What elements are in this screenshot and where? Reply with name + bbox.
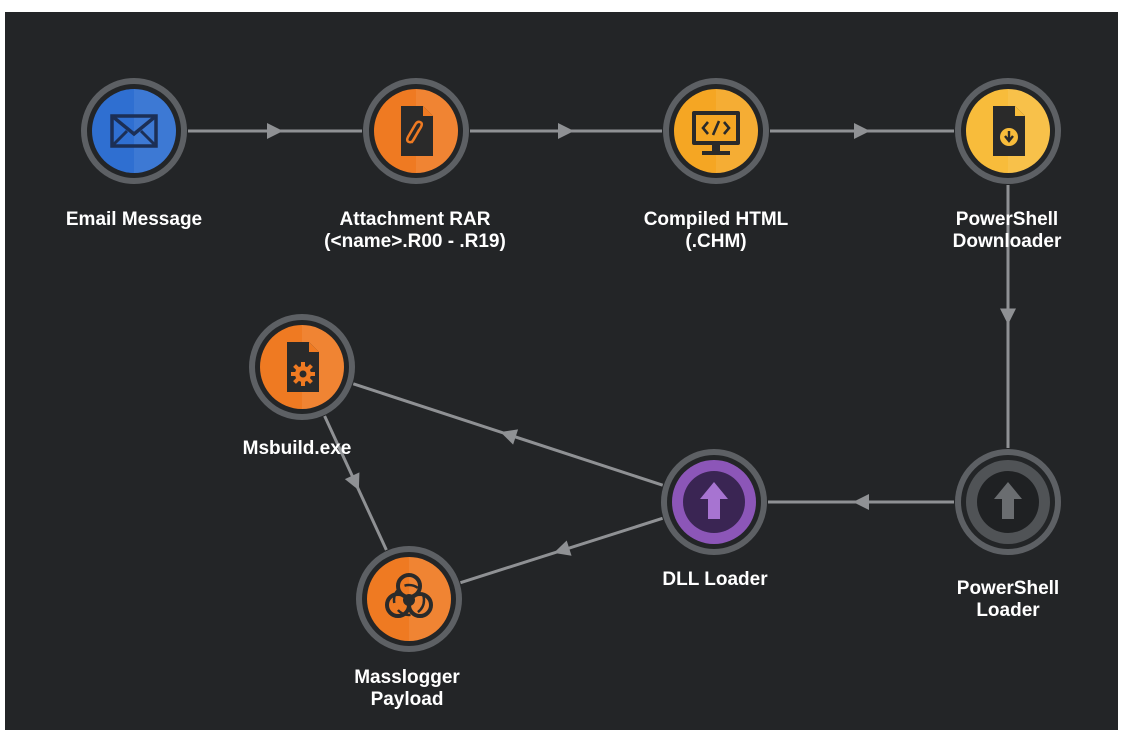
label-line: Attachment RAR: [339, 209, 491, 230]
download-file-icon: [955, 78, 1061, 184]
upload-arrow-icon: [955, 449, 1061, 555]
label-masslogger-payload: Masslogger Payload: [287, 667, 527, 711]
label-line: PowerShell: [955, 209, 1059, 230]
node-masslogger-payload: [354, 544, 464, 654]
label-line: (<name>.R00 - .R19): [324, 231, 506, 252]
arrowhead-ps_downloader-to-ps_loader: [1000, 308, 1016, 325]
gear-file-icon: [249, 314, 355, 420]
attachment-file-icon: [363, 78, 469, 184]
node-compiled-html: [661, 76, 771, 186]
label-compiled-html: Compiled HTML (.CHM): [596, 209, 836, 253]
label-line: Downloader: [952, 231, 1062, 252]
label-line: PowerShell: [956, 578, 1060, 599]
node-msbuild: [247, 312, 357, 422]
label-attachment-rar: Attachment RAR (<name>.R00 - .R19): [295, 209, 535, 253]
label-line: Masslogger: [354, 667, 460, 688]
node-dll-loader: [659, 447, 769, 557]
node-powershell-loader: [953, 447, 1063, 557]
upload-arrow-icon: [661, 449, 767, 555]
envelope-icon: [81, 78, 187, 184]
label-powershell-loader: PowerShell Loader: [888, 578, 1123, 622]
arrowhead-dll_loader-to-payload: [553, 540, 572, 556]
arrowhead-dll_loader-to-msbuild: [500, 429, 519, 445]
node-powershell-downloader: [953, 76, 1063, 186]
arrowhead-msbuild-to-payload: [344, 472, 360, 491]
label-line: Payload: [370, 689, 444, 710]
arrowhead-rar-to-chm: [558, 123, 574, 139]
label-dll-loader: DLL Loader: [595, 569, 835, 591]
label-powershell-downloader: PowerShell Downloader: [887, 209, 1123, 253]
node-email: [79, 76, 189, 186]
label-line: (.CHM): [685, 231, 747, 252]
flow-diagram: Email Message Attachment RAR (<name>.R00…: [5, 12, 1118, 730]
biohazard-icon: [356, 546, 462, 652]
label-line: Msbuild.exe: [242, 438, 352, 459]
arrowhead-ps_loader-to-dll_loader: [853, 494, 869, 510]
label-msbuild: Msbuild.exe: [177, 438, 417, 460]
arrowhead-chm-to-ps_downloader: [854, 123, 870, 139]
label-email: Email Message: [14, 209, 254, 231]
code-monitor-icon: [663, 78, 769, 184]
label-line: Email Message: [65, 209, 203, 230]
label-line: DLL Loader: [662, 569, 768, 590]
label-line: Compiled HTML: [643, 209, 789, 230]
edge-layer: [188, 123, 1016, 585]
label-line: Loader: [976, 600, 1040, 621]
node-attachment-rar: [361, 76, 471, 186]
arrowhead-email-to-rar: [267, 123, 283, 139]
